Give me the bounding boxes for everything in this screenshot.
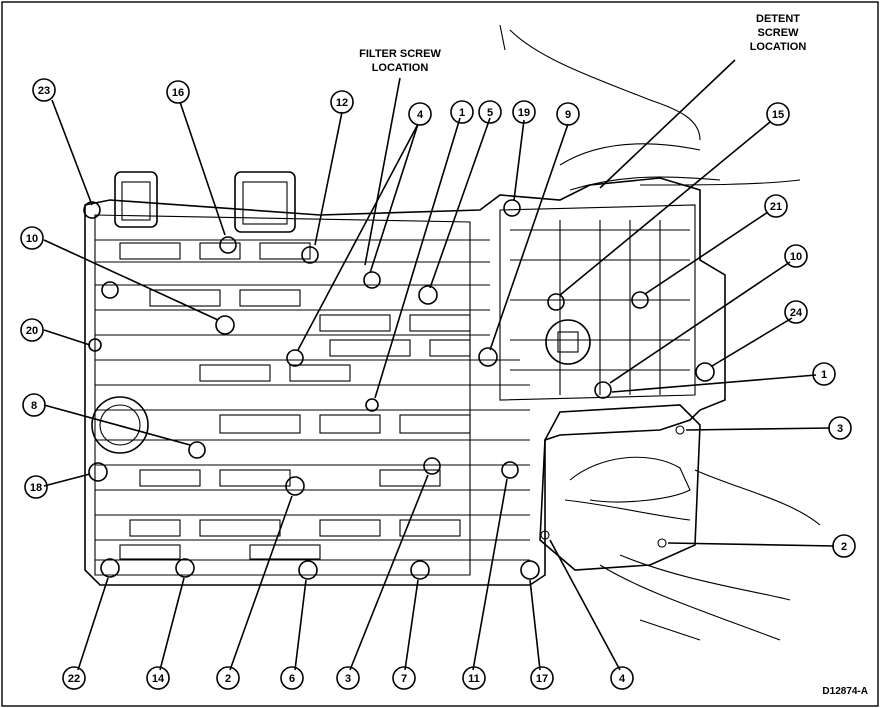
callout-number: 16 [172,87,184,99]
callout-number: 1 [459,107,465,119]
callout-10-left: 10 [20,226,44,250]
callout-number: 4 [619,673,626,685]
callout-number: 21 [770,201,782,213]
callout-6: 6 [280,666,304,690]
valve-body-plate [84,177,726,586]
callout-number: 8 [31,400,37,412]
callout-number: 2 [225,673,231,685]
callout-15: 15 [766,102,790,126]
filter-screw-label: FILTER SCREW LOCATION [359,48,441,74]
callout-9: 9 [556,102,580,126]
callout-number: 15 [772,109,784,121]
filter-gasket [539,404,701,571]
callout-11: 11 [462,666,486,690]
callout-19: 19 [512,100,536,124]
callout-number: 5 [487,107,493,119]
callout-number: 19 [518,107,530,119]
detent-screw-label-line2: SCREW [758,27,800,39]
bolt-holes [83,199,715,580]
solenoid-right [234,171,296,233]
callout-number: 9 [565,109,571,121]
callout-18: 18 [24,475,48,499]
filter-screw-label-line2: LOCATION [372,62,429,74]
callout-number: 1 [821,369,827,381]
callout-number: 6 [289,673,295,685]
round-port [545,319,591,365]
callout-21: 21 [764,194,788,218]
callout-4-top: 4 [408,102,432,126]
callout-number: 2 [841,541,847,553]
callout-4-bottom: 4 [610,666,634,690]
callout-number: 7 [401,673,407,685]
callout-number: 14 [152,673,165,685]
filter-screw-label-line1: FILTER SCREW [359,48,441,60]
callout-22: 22 [62,666,86,690]
callout-1-right: 1 [812,362,836,386]
hand-illustration [564,456,821,641]
callout-23: 23 [32,78,56,102]
callout-number: 10 [26,233,38,245]
callout-24: 24 [784,300,808,324]
callout-12: 12 [330,90,354,114]
callout-number: 11 [468,673,480,685]
callout-number: 10 [790,251,802,263]
callout-20: 20 [20,318,44,342]
leader-lines [43,59,835,671]
callout-3-bottom: 3 [336,666,360,690]
callout-number: 3 [345,673,351,685]
callout-number: 3 [837,423,843,435]
callout-7: 7 [392,666,416,690]
callout-number: 23 [38,85,50,97]
callout-5: 5 [478,100,502,124]
solenoid-left [114,171,158,228]
callout-number: 17 [536,673,548,685]
callout-number: 18 [30,482,42,494]
callout-number: 20 [26,325,38,337]
callout-2-bottom: 2 [216,666,240,690]
accumulator-bore [91,396,149,454]
callout-8: 8 [22,393,46,417]
callout-1-top: 1 [450,100,474,124]
callout-number: 24 [790,307,803,319]
callout-3-right: 3 [828,416,852,440]
callout-16: 16 [166,80,190,104]
detent-screw-label: DETENT SCREW LOCATION [750,13,807,53]
callout-17: 17 [530,666,554,690]
detent-screw-label-line1: DETENT [756,13,800,25]
callout-number: 12 [336,97,348,109]
pointing-hand-illustration [499,24,801,191]
callout-number: 22 [68,673,80,685]
detent-screw-label-line3: LOCATION [750,41,807,53]
callout-2-right: 2 [832,534,856,558]
callout-number: 4 [417,109,424,121]
reference-code: D12874-A [822,686,868,697]
callout-10-right: 10 [784,244,808,268]
callout-14: 14 [146,666,170,690]
